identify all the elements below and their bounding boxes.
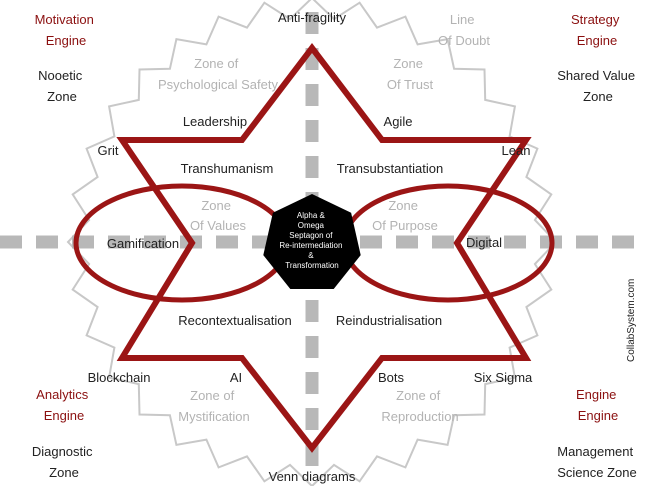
transhumanism-label: Transhumanism (181, 161, 274, 176)
leadership-label: Leadership (183, 114, 247, 129)
gamification-label: Gamification (107, 236, 179, 251)
six-sigma-label: Six Sigma (474, 370, 533, 385)
credit-label: CollabSystem.com (626, 279, 637, 362)
management-science-zone-label: Management Science Zone (557, 444, 637, 480)
central-septagon (263, 194, 361, 289)
agile-label: Agile (384, 114, 413, 129)
reindustrialisation-label: Reindustrialisation (336, 313, 442, 328)
engine-engine-label: Engine Engine (576, 387, 620, 423)
grit-label: Grit (98, 143, 119, 158)
anti-fragility-label: Anti-fragility (278, 10, 346, 25)
transubstantiation-label: Transubstantiation (337, 161, 443, 176)
digital-label: Digital (466, 235, 502, 250)
trust-zone-label: Zone Of Trust (387, 56, 434, 92)
shared-value-zone-label: Shared Value Zone (557, 68, 638, 104)
bots-label: Bots (378, 370, 405, 385)
nooetic-zone-label: Nooetic Zone (38, 68, 86, 104)
six-pointed-star (116, 43, 532, 453)
purpose-zone-label: Zone Of Purpose (372, 198, 438, 233)
septagon-text: Alpha & Omega Septagon of Re-intermediat… (279, 211, 344, 270)
lean-label: Lean (502, 143, 531, 158)
motivation-engine-label: Motivation Engine (35, 12, 98, 48)
diagnostic-zone-label: Diagnostic Zone (32, 444, 96, 480)
reproduction-zone-label: Zone of Reproduction (381, 388, 458, 424)
ai-label: AI (230, 370, 242, 385)
psychological-safety-zone-label: Zone of Psychological Safety (158, 56, 278, 92)
analytics-engine-label: Analytics Engine (36, 387, 92, 423)
line-of-doubt-label: Line Of Doubt (438, 12, 490, 48)
venn-diagrams-label: Venn diagrams (269, 469, 356, 484)
strategy-engine-label: Strategy Engine (571, 12, 623, 48)
recontextualisation-label: Recontextualisation (178, 313, 291, 328)
values-zone-label: Zone Of Values (190, 198, 247, 233)
blockchain-label: Blockchain (88, 370, 151, 385)
mystification-zone-label: Zone of Mystification (178, 388, 250, 424)
